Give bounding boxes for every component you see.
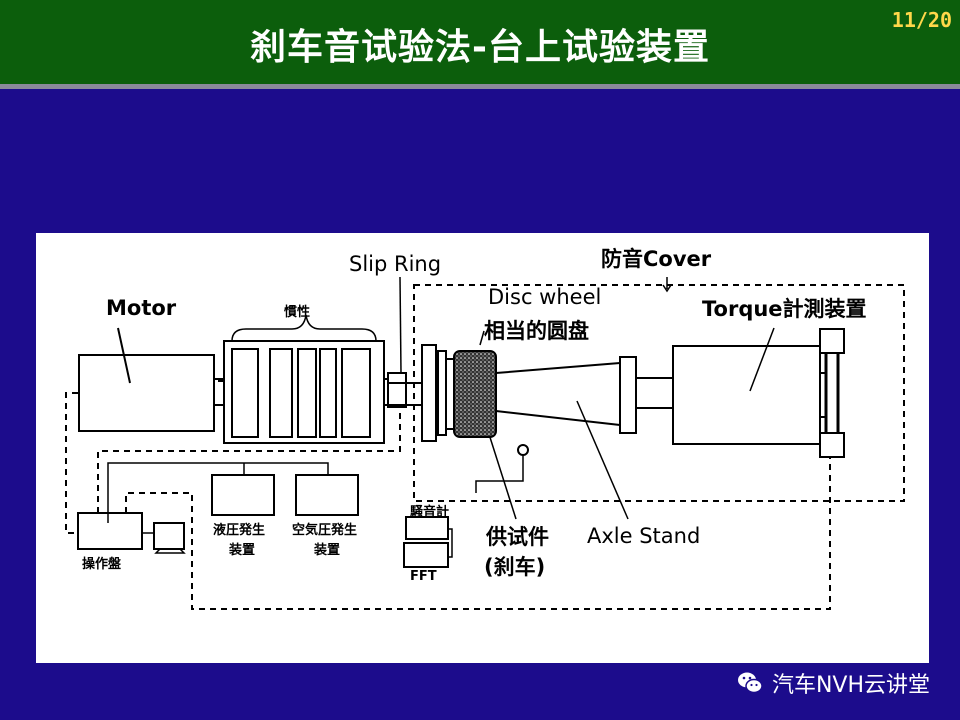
- watermark-text: 汽车NVH云讲堂: [771, 673, 930, 698]
- specimen-label-line2: (刹车): [484, 555, 546, 579]
- pneumatic-unit: [295, 474, 359, 516]
- console-box: [77, 512, 143, 550]
- cover-arrow: [662, 277, 672, 293]
- specimen-leader: [487, 430, 517, 520]
- motor-label-leader: [117, 327, 131, 384]
- microphone: [517, 444, 529, 456]
- watermark: 汽车NVH云讲堂: [736, 663, 930, 703]
- torque-meter-label: Torque計測装置: [702, 297, 867, 321]
- slip-ring-box: [387, 372, 407, 408]
- pneumatic-label-line2: 装置: [314, 543, 341, 558]
- noise-meter-unit: [405, 516, 449, 540]
- flywheel-1: [231, 348, 259, 438]
- torque-shaft: [636, 377, 673, 409]
- disc-wheel-leader: [479, 330, 485, 346]
- supply-lines: [107, 462, 329, 523]
- axle-stand-label: Axle Stand: [587, 524, 701, 548]
- flywheel-3: [297, 348, 317, 438]
- inertia-label: 慣性: [284, 305, 311, 320]
- disc-wheel-label: Disc wheel: [488, 285, 602, 309]
- inertia-shaft: [218, 378, 422, 406]
- motor-box: [78, 354, 215, 432]
- flange-2: [437, 350, 447, 436]
- cover-label: 防音Cover: [601, 247, 712, 271]
- fft-label: FFT: [410, 569, 437, 584]
- flange-1: [421, 344, 437, 442]
- flywheel-2: [269, 348, 293, 438]
- test-rig-diagram: Motor 慣性 Slip Ring 防音Cover Disc wheel 相当…: [36, 233, 929, 663]
- hydraulic-label-line1: 液圧発生: [213, 523, 266, 538]
- microphone-stem: [475, 455, 524, 493]
- slip-ring-label: Slip Ring: [349, 252, 442, 276]
- signal-line-slip-ring: [97, 407, 401, 513]
- flywheel-5: [341, 348, 371, 438]
- axle-stand-leader: [576, 400, 629, 520]
- soundproof-cover: [413, 284, 905, 502]
- motor-label: Motor: [106, 296, 177, 320]
- specimen-label-line1: 供试件: [486, 525, 549, 549]
- noise-meter-label: 騒音計: [410, 505, 450, 520]
- slip-ring-leader: [399, 276, 402, 374]
- torque-end-frame: [824, 353, 840, 433]
- inertia-brace: [231, 314, 377, 342]
- monitor: [153, 522, 185, 550]
- header-bar: [0, 0, 960, 84]
- torque-leader: [749, 327, 775, 392]
- torque-box: [672, 345, 821, 445]
- hydraulic-unit: [211, 474, 275, 516]
- diagram-drawing: [65, 276, 905, 610]
- console-label: 操作盤: [82, 557, 122, 572]
- noise-meter-bracket: [448, 528, 453, 558]
- slide-title: 刹车音试验法-台上试验装置: [250, 27, 710, 68]
- flywheel-4: [319, 348, 337, 438]
- axle-cone: [495, 362, 621, 426]
- signal-line-motor: [65, 392, 79, 534]
- torque-end-top: [819, 328, 845, 354]
- page-number: 11/20: [891, 8, 952, 32]
- header-divider: [0, 84, 960, 89]
- hydraulic-label-line2: 装置: [229, 543, 256, 558]
- fft-unit: [403, 542, 449, 568]
- wechat-icon: [737, 672, 763, 694]
- torque-end-bottom: [819, 432, 845, 458]
- disc-equivalent-label: 相当的圆盘: [484, 319, 589, 343]
- pneumatic-label-line1: 空気圧発生: [292, 523, 358, 538]
- motor-shaft: [214, 378, 224, 406]
- inertia-frame: [223, 340, 385, 444]
- monitor-stand: [142, 532, 186, 554]
- signal-line-torque: [125, 457, 831, 610]
- brake-disc: [453, 350, 497, 438]
- axle-flange: [619, 356, 637, 434]
